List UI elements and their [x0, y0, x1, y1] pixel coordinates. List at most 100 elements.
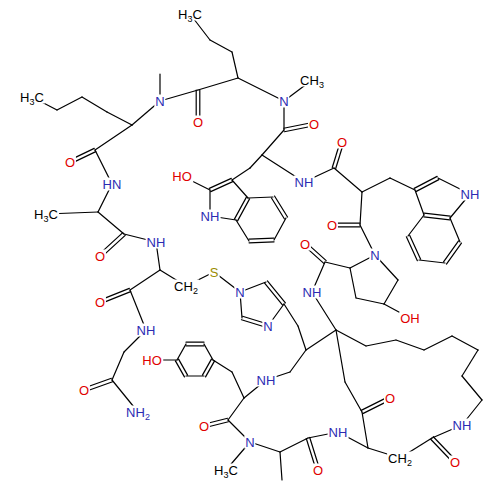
bond [360, 192, 362, 225]
bond [265, 283, 283, 305]
atom-label: O [336, 136, 348, 149]
atom-label: CH2 [387, 452, 413, 465]
bond [206, 361, 215, 377]
atom-label: NH [328, 426, 349, 439]
bond [396, 340, 424, 350]
bond [213, 360, 232, 372]
atom-label: N [244, 436, 255, 449]
atom-label: NH [460, 188, 481, 201]
atom-label: O [64, 156, 76, 169]
bond [274, 218, 286, 240]
atom-label: H3C [19, 91, 45, 104]
bond [298, 326, 306, 350]
bond [250, 155, 262, 168]
bond [236, 220, 249, 241]
bond [228, 398, 244, 420]
bond [452, 336, 478, 350]
bond [130, 270, 160, 290]
atom-label: H3C [33, 208, 59, 221]
atom-label: O [308, 118, 320, 131]
atom-label: O [326, 219, 338, 232]
bond [336, 330, 345, 382]
bond [232, 52, 238, 78]
atom-label: NH [302, 286, 323, 299]
bond [345, 382, 362, 412]
atom-label: O [299, 238, 311, 251]
atom-label: O [198, 420, 210, 433]
bond [284, 304, 298, 326]
bond [82, 97, 107, 112]
bond [275, 196, 288, 217]
bond [249, 242, 274, 243]
bond [232, 180, 248, 198]
bond [198, 78, 238, 90]
atom-label: HN [102, 178, 123, 191]
atom-label: N [369, 249, 380, 262]
atom-label: CH3 [299, 74, 325, 87]
bond [408, 215, 424, 236]
bond [177, 344, 186, 360]
bond [209, 178, 231, 188]
bond [356, 298, 384, 304]
atom-label: N [234, 286, 245, 299]
bond [186, 342, 204, 343]
bond [232, 168, 250, 180]
atom-label: O [94, 296, 106, 309]
atom-label: O [192, 116, 204, 129]
bond [414, 176, 437, 188]
bond [462, 376, 482, 400]
bond [350, 268, 356, 298]
bond [424, 217, 450, 220]
bond [424, 213, 450, 216]
bond [390, 178, 415, 190]
bond [175, 361, 184, 377]
atom-label: S [209, 266, 220, 279]
atom-label: O [312, 464, 324, 477]
atom-label: HO [141, 354, 163, 367]
atom-label: O [449, 456, 461, 469]
atom-label: NH [146, 236, 167, 249]
atom-label: HO [171, 170, 193, 183]
bond [366, 340, 396, 346]
bond [186, 345, 204, 346]
atom-label: O [94, 250, 106, 263]
bond [238, 78, 284, 101]
bond [336, 330, 366, 346]
bond [248, 197, 273, 198]
atom-label: OH [399, 312, 421, 325]
bond [179, 359, 188, 375]
atom-label: NH [452, 419, 473, 432]
bond [186, 375, 204, 376]
bond [362, 412, 368, 448]
bond [280, 452, 282, 480]
bond [57, 97, 82, 110]
atom-label: NH [256, 374, 277, 387]
bond [238, 199, 250, 221]
atom-label: H3C [177, 8, 203, 21]
bond [415, 190, 424, 215]
atom-label: N [278, 95, 289, 108]
bond [362, 178, 390, 192]
bond [210, 40, 232, 52]
bond [249, 238, 274, 239]
bond [98, 212, 124, 234]
atom-label: N [154, 95, 165, 108]
bond [406, 237, 417, 261]
bond [334, 168, 362, 192]
atom-label: O [78, 384, 90, 397]
bond [204, 344, 213, 360]
bond [419, 260, 445, 263]
bond [290, 350, 306, 372]
bond [446, 243, 461, 264]
bond [306, 330, 336, 350]
atom-label: CH2 [173, 280, 199, 293]
bond [384, 280, 398, 304]
atom-label: NH2 [125, 406, 151, 419]
bond [325, 262, 350, 268]
bond [202, 359, 211, 375]
bond [232, 372, 244, 398]
bond [262, 130, 284, 155]
atom-label: NH [200, 210, 221, 223]
